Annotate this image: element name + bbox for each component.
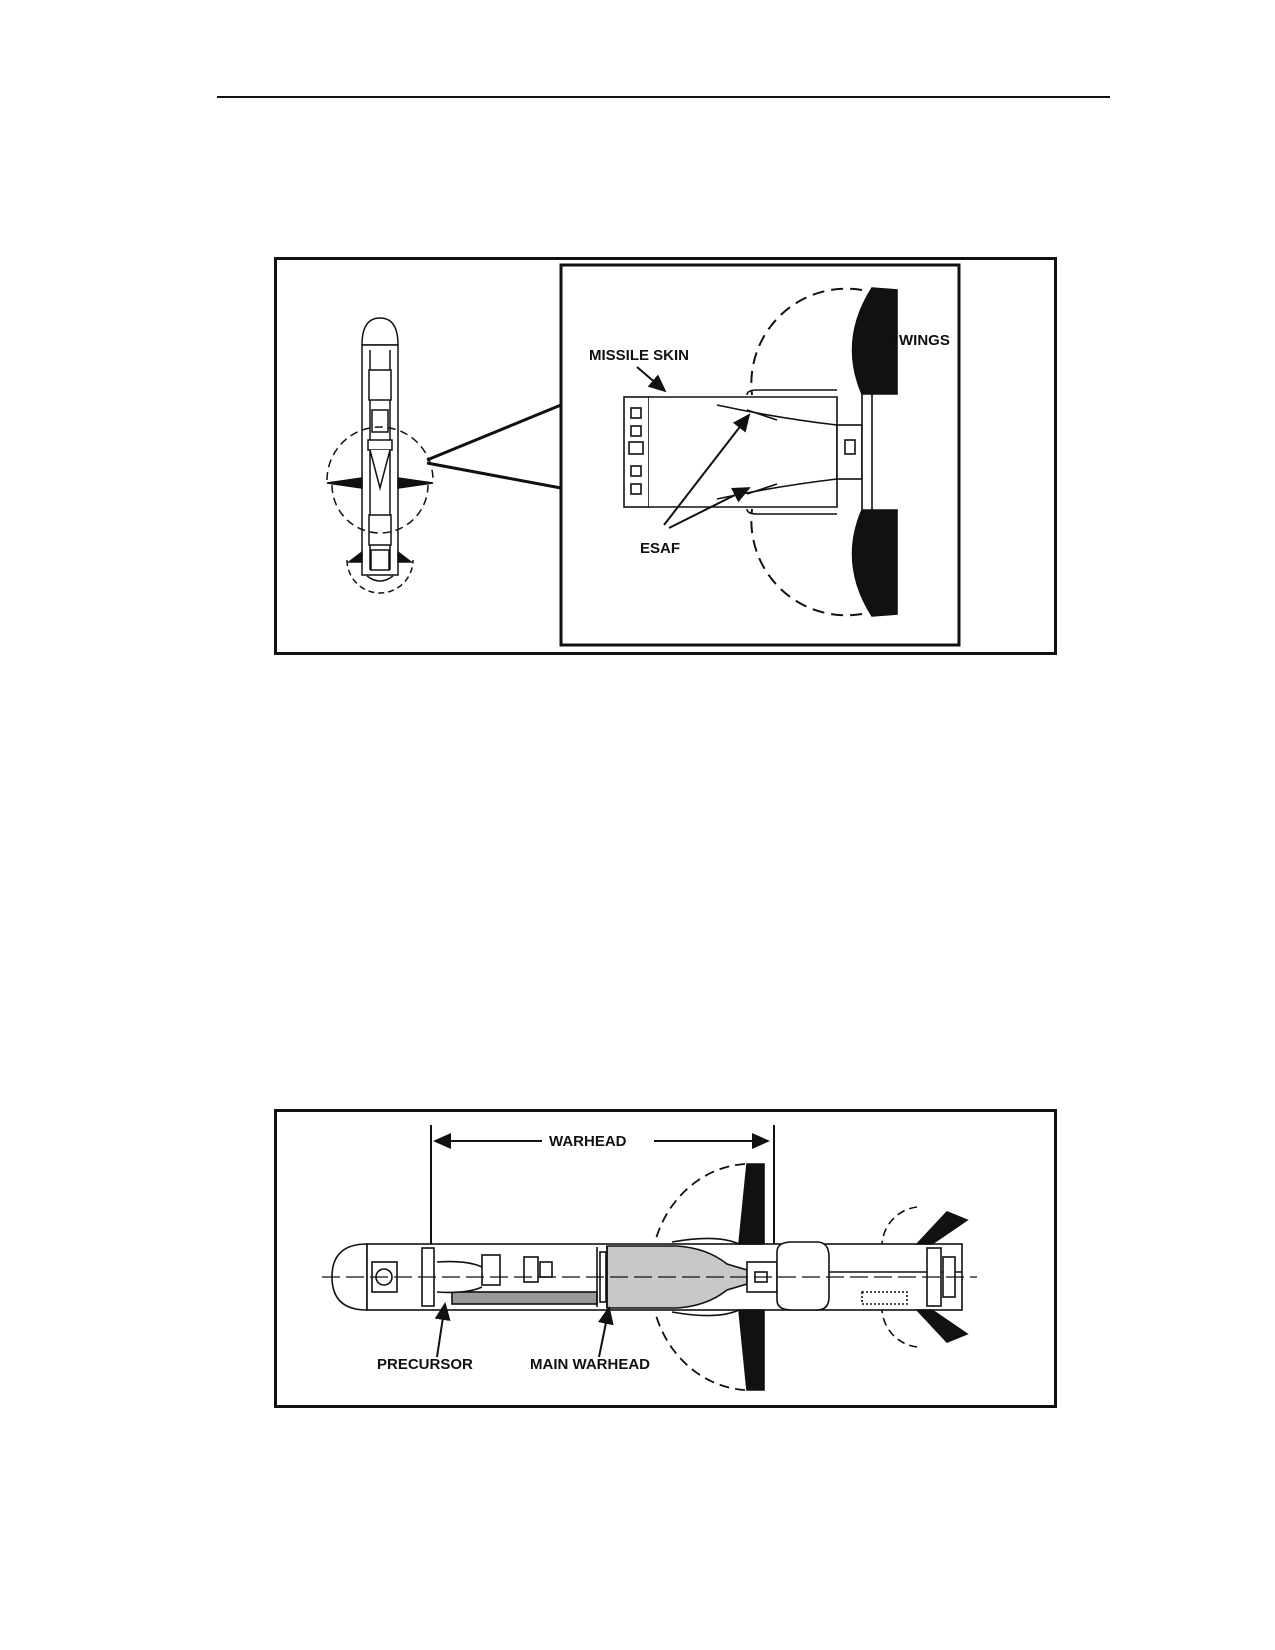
esaf-arrow-lower (668, 487, 751, 529)
callout-line-lower (426, 461, 562, 490)
esaf-label: ESAF (640, 540, 680, 557)
callout-line-upper (426, 403, 562, 462)
esaf-wings-diagram: MISSILE SKIN WINGS ESAF (326, 263, 961, 647)
main-warhead-label: MAIN WARHEAD (530, 1356, 650, 1373)
precursor-label: PRECURSOR (377, 1356, 473, 1373)
missile-skin-label: MISSILE SKIN (589, 347, 689, 364)
header-rule (217, 96, 1110, 98)
missile-side-drawing (322, 1163, 977, 1391)
warhead-label: WARHEAD (549, 1133, 627, 1150)
missile-skin-arrow (636, 366, 667, 393)
esaf-arrow-upper (663, 413, 751, 526)
main-warhead-arrow (597, 1306, 614, 1358)
esaf-wings-figure: MISSILE SKIN WINGS ESAF (274, 257, 1057, 655)
small-missile-drawing (326, 317, 434, 594)
detail-drawing (623, 287, 898, 617)
wings-label: WINGS (899, 332, 950, 349)
warhead-diagram: WARHEAD (322, 1125, 977, 1391)
precursor-arrow (434, 1302, 451, 1358)
warhead-figure: WARHEAD (274, 1109, 1057, 1408)
wings-arrow (867, 338, 896, 353)
